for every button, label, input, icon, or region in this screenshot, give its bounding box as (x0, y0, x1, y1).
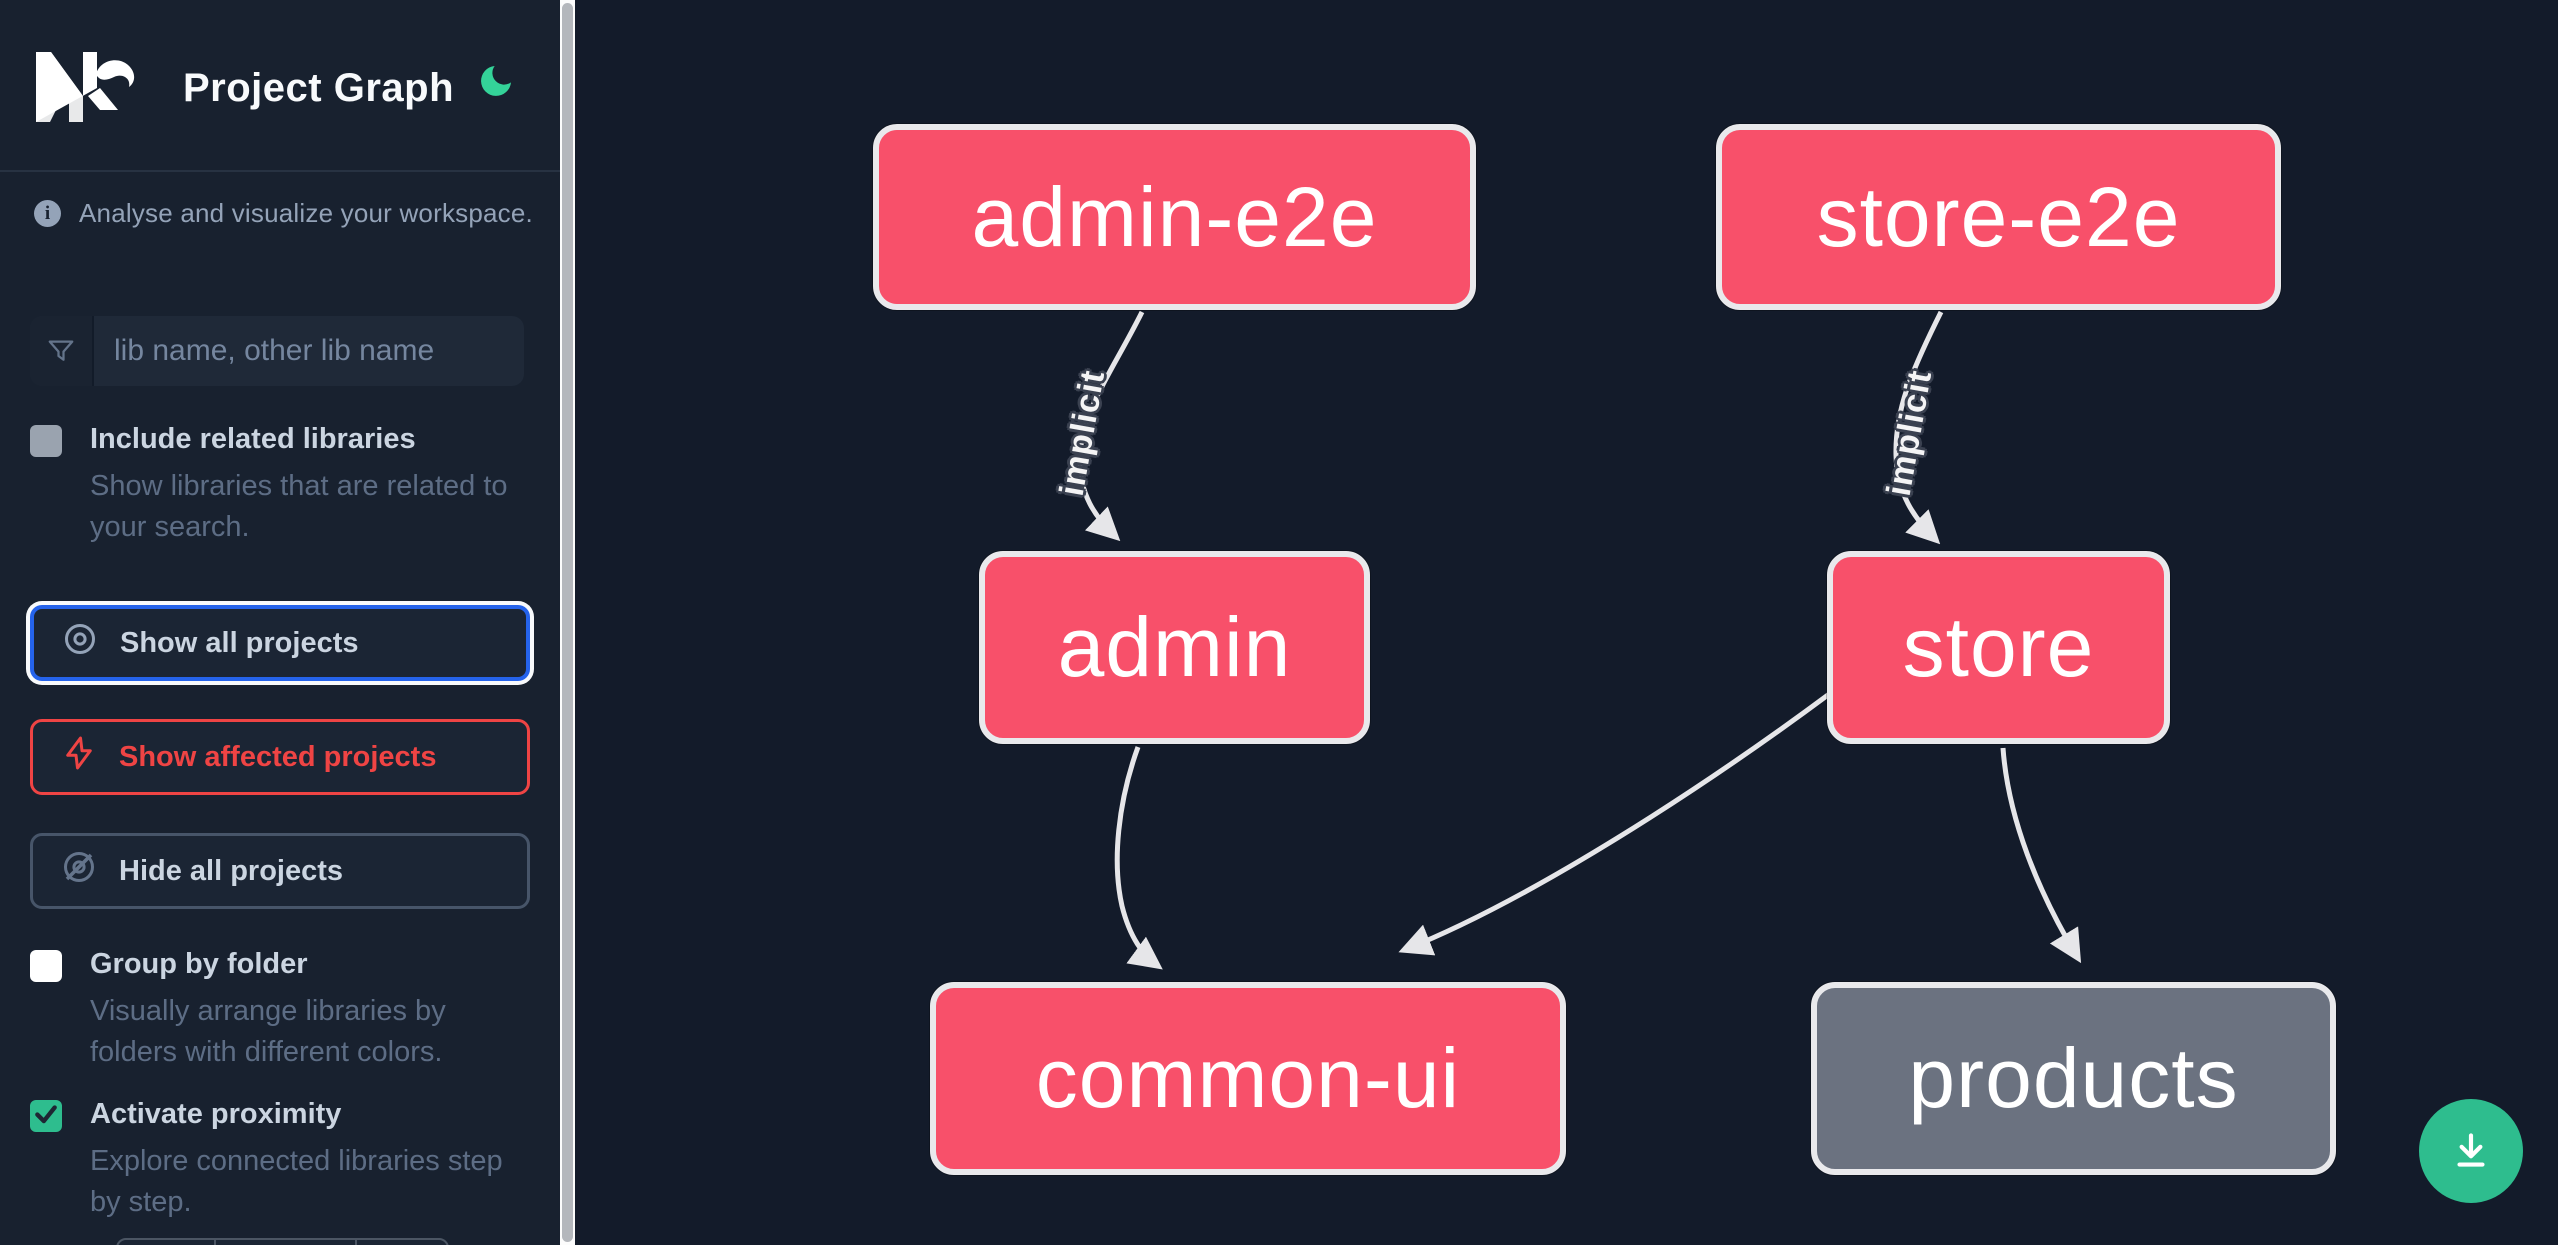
nx-logo-icon (30, 48, 140, 126)
eye-icon (62, 621, 98, 665)
hide-all-projects-label: Hide all projects (119, 854, 344, 887)
include-related-checkbox[interactable] (30, 425, 62, 457)
activate-proximity-description: Explore connected libraries step by step… (90, 1145, 503, 1219)
show-affected-projects-label: Show affected projects (119, 740, 437, 773)
node-admin-e2e-label: admin-e2e (971, 169, 1378, 264)
info-text: Analyse and visualize your workspace. (79, 198, 533, 228)
scrollbar-thumb[interactable] (562, 3, 573, 1242)
search-box (30, 316, 524, 386)
sidebar-scrollbar[interactable] (560, 0, 575, 1245)
activate-proximity-label[interactable]: Activate proximity (90, 1098, 342, 1130)
node-admin-label: admin (1057, 600, 1292, 694)
include-related-description: Show libraries that are related to your … (90, 470, 508, 544)
eye-off-icon (61, 849, 97, 893)
show-all-projects-label: Show all projects (120, 626, 359, 659)
stepper-increment-button[interactable] (355, 1240, 447, 1245)
include-related-label[interactable]: Include related libraries (90, 423, 416, 455)
workspace-info: i Analyse and visualize your workspace. (34, 198, 533, 229)
check-icon (33, 1101, 59, 1132)
page-title: Project Graph (183, 66, 455, 110)
node-store-e2e-label: store-e2e (1816, 169, 2181, 264)
node-store[interactable]: store (1827, 551, 2170, 744)
node-admin[interactable]: admin (979, 551, 1370, 744)
node-admin-e2e[interactable]: admin-e2e (873, 124, 1476, 310)
show-affected-projects-button[interactable]: Show affected projects (30, 719, 530, 795)
group-by-folder-description: Visually arrange libraries by folders wi… (90, 995, 446, 1069)
activate-proximity-checkbox[interactable] (30, 1100, 62, 1132)
group-by-folder-checkbox[interactable] (30, 950, 62, 982)
activate-proximity-option: Activate proximity Explore connected lib… (30, 1098, 530, 1223)
include-related-option: Include related libraries Show libraries… (30, 423, 530, 548)
info-icon: i (34, 200, 61, 227)
hide-all-projects-button[interactable]: Hide all projects (30, 833, 530, 909)
node-products-label: products (1908, 1031, 2239, 1125)
node-common-ui[interactable]: common-ui (930, 982, 1566, 1175)
download-icon (2446, 1125, 2496, 1178)
funnel-filter-icon (30, 316, 94, 386)
group-by-folder-option: Group by folder Visually arrange librari… (30, 948, 530, 1073)
node-store-e2e[interactable]: store-e2e (1716, 124, 2281, 310)
stepper-decrement-button[interactable] (118, 1240, 214, 1245)
proximity-depth-stepper (116, 1238, 449, 1245)
sidebar: Project Graph i Analyse and visualize yo… (0, 0, 560, 1245)
search-input[interactable] (94, 316, 524, 386)
sidebar-header: Project Graph (0, 0, 560, 172)
stepper-value (214, 1240, 355, 1245)
node-store-label: store (1902, 600, 2095, 694)
group-by-folder-label[interactable]: Group by folder (90, 948, 308, 980)
theme-toggle-button[interactable] (474, 60, 518, 104)
bolt-icon (61, 735, 97, 779)
show-all-projects-button[interactable]: Show all projects (30, 605, 530, 681)
node-products[interactable]: products (1811, 982, 2336, 1175)
node-common-ui-label: common-ui (1035, 1031, 1461, 1125)
download-image-button[interactable] (2419, 1099, 2523, 1203)
moon-icon (476, 65, 516, 104)
